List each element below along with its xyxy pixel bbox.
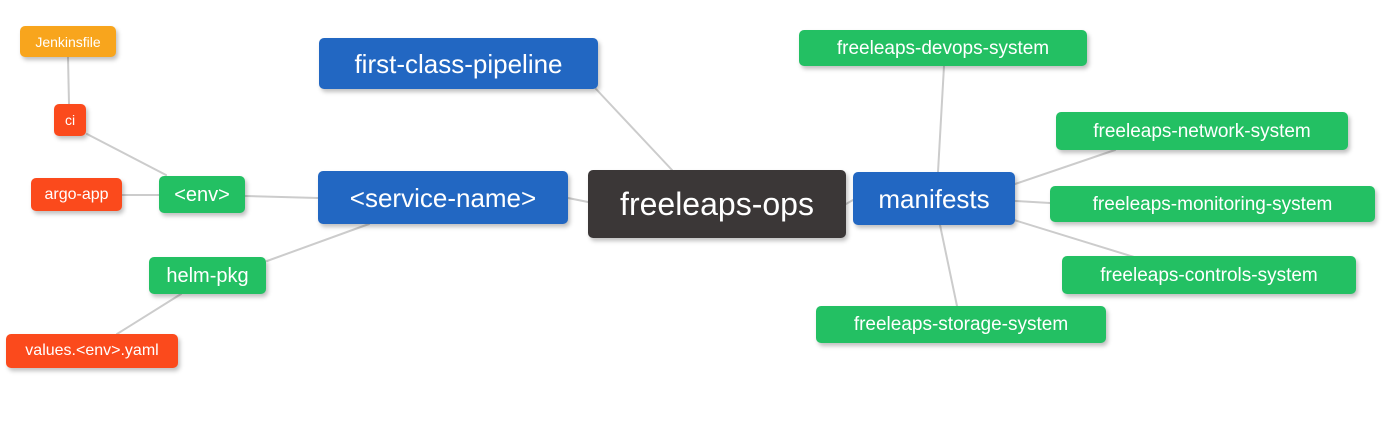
mindmap-node-ci[interactable]: ci	[54, 104, 86, 136]
mindmap-node-manifests[interactable]: manifests	[853, 172, 1015, 225]
edge-jenkinsfile-to-ci	[67, 56, 70, 105]
edge-freeleaps-ops-to-manifests	[845, 199, 854, 205]
mindmap-node-service-name[interactable]: <service-name>	[318, 171, 568, 224]
mindmap-node-argo-app[interactable]: argo-app	[31, 178, 122, 211]
mindmap-node-values-env-yaml[interactable]: values.<env>.yaml	[6, 334, 178, 368]
mindmap-node-freeleaps-storage-system[interactable]: freeleaps-storage-system	[816, 306, 1106, 343]
mindmap-node-first-class-pipeline[interactable]: first-class-pipeline	[319, 38, 598, 89]
edge-manifests-to-freeleaps-network-system	[1014, 149, 1116, 185]
mindmap-node-freeleaps-devops-system[interactable]: freeleaps-devops-system	[799, 30, 1087, 66]
mindmap-node-freeleaps-ops[interactable]: freeleaps-ops	[588, 170, 846, 238]
mindmap-node-jenkinsfile[interactable]: Jenkinsfile	[20, 26, 116, 57]
edge-manifests-to-freeleaps-devops-system	[937, 65, 945, 173]
edge-env-to-service-name	[244, 195, 319, 199]
mindmap-node-freeleaps-controls-system[interactable]: freeleaps-controls-system	[1062, 256, 1356, 294]
edge-manifests-to-freeleaps-controls-system	[1013, 219, 1135, 258]
edge-first-class-pipeline-to-freeleaps-ops	[595, 88, 673, 171]
edge-helm-pkg-to-values-env-yaml	[116, 293, 182, 335]
edge-manifests-to-freeleaps-monitoring-system	[1014, 200, 1051, 204]
edge-service-name-to-freeleaps-ops	[567, 197, 589, 203]
edge-manifests-to-freeleaps-storage-system	[939, 224, 958, 307]
edge-service-name-to-helm-pkg	[266, 223, 370, 262]
mindmap-node-freeleaps-network-system[interactable]: freeleaps-network-system	[1056, 112, 1348, 150]
mindmap-node-helm-pkg[interactable]: helm-pkg	[149, 257, 266, 294]
mindmap-node-freeleaps-monitoring-system[interactable]: freeleaps-monitoring-system	[1050, 186, 1375, 222]
edge-ci-to-env	[86, 133, 167, 176]
mindmap-node-env[interactable]: <env>	[159, 176, 245, 213]
